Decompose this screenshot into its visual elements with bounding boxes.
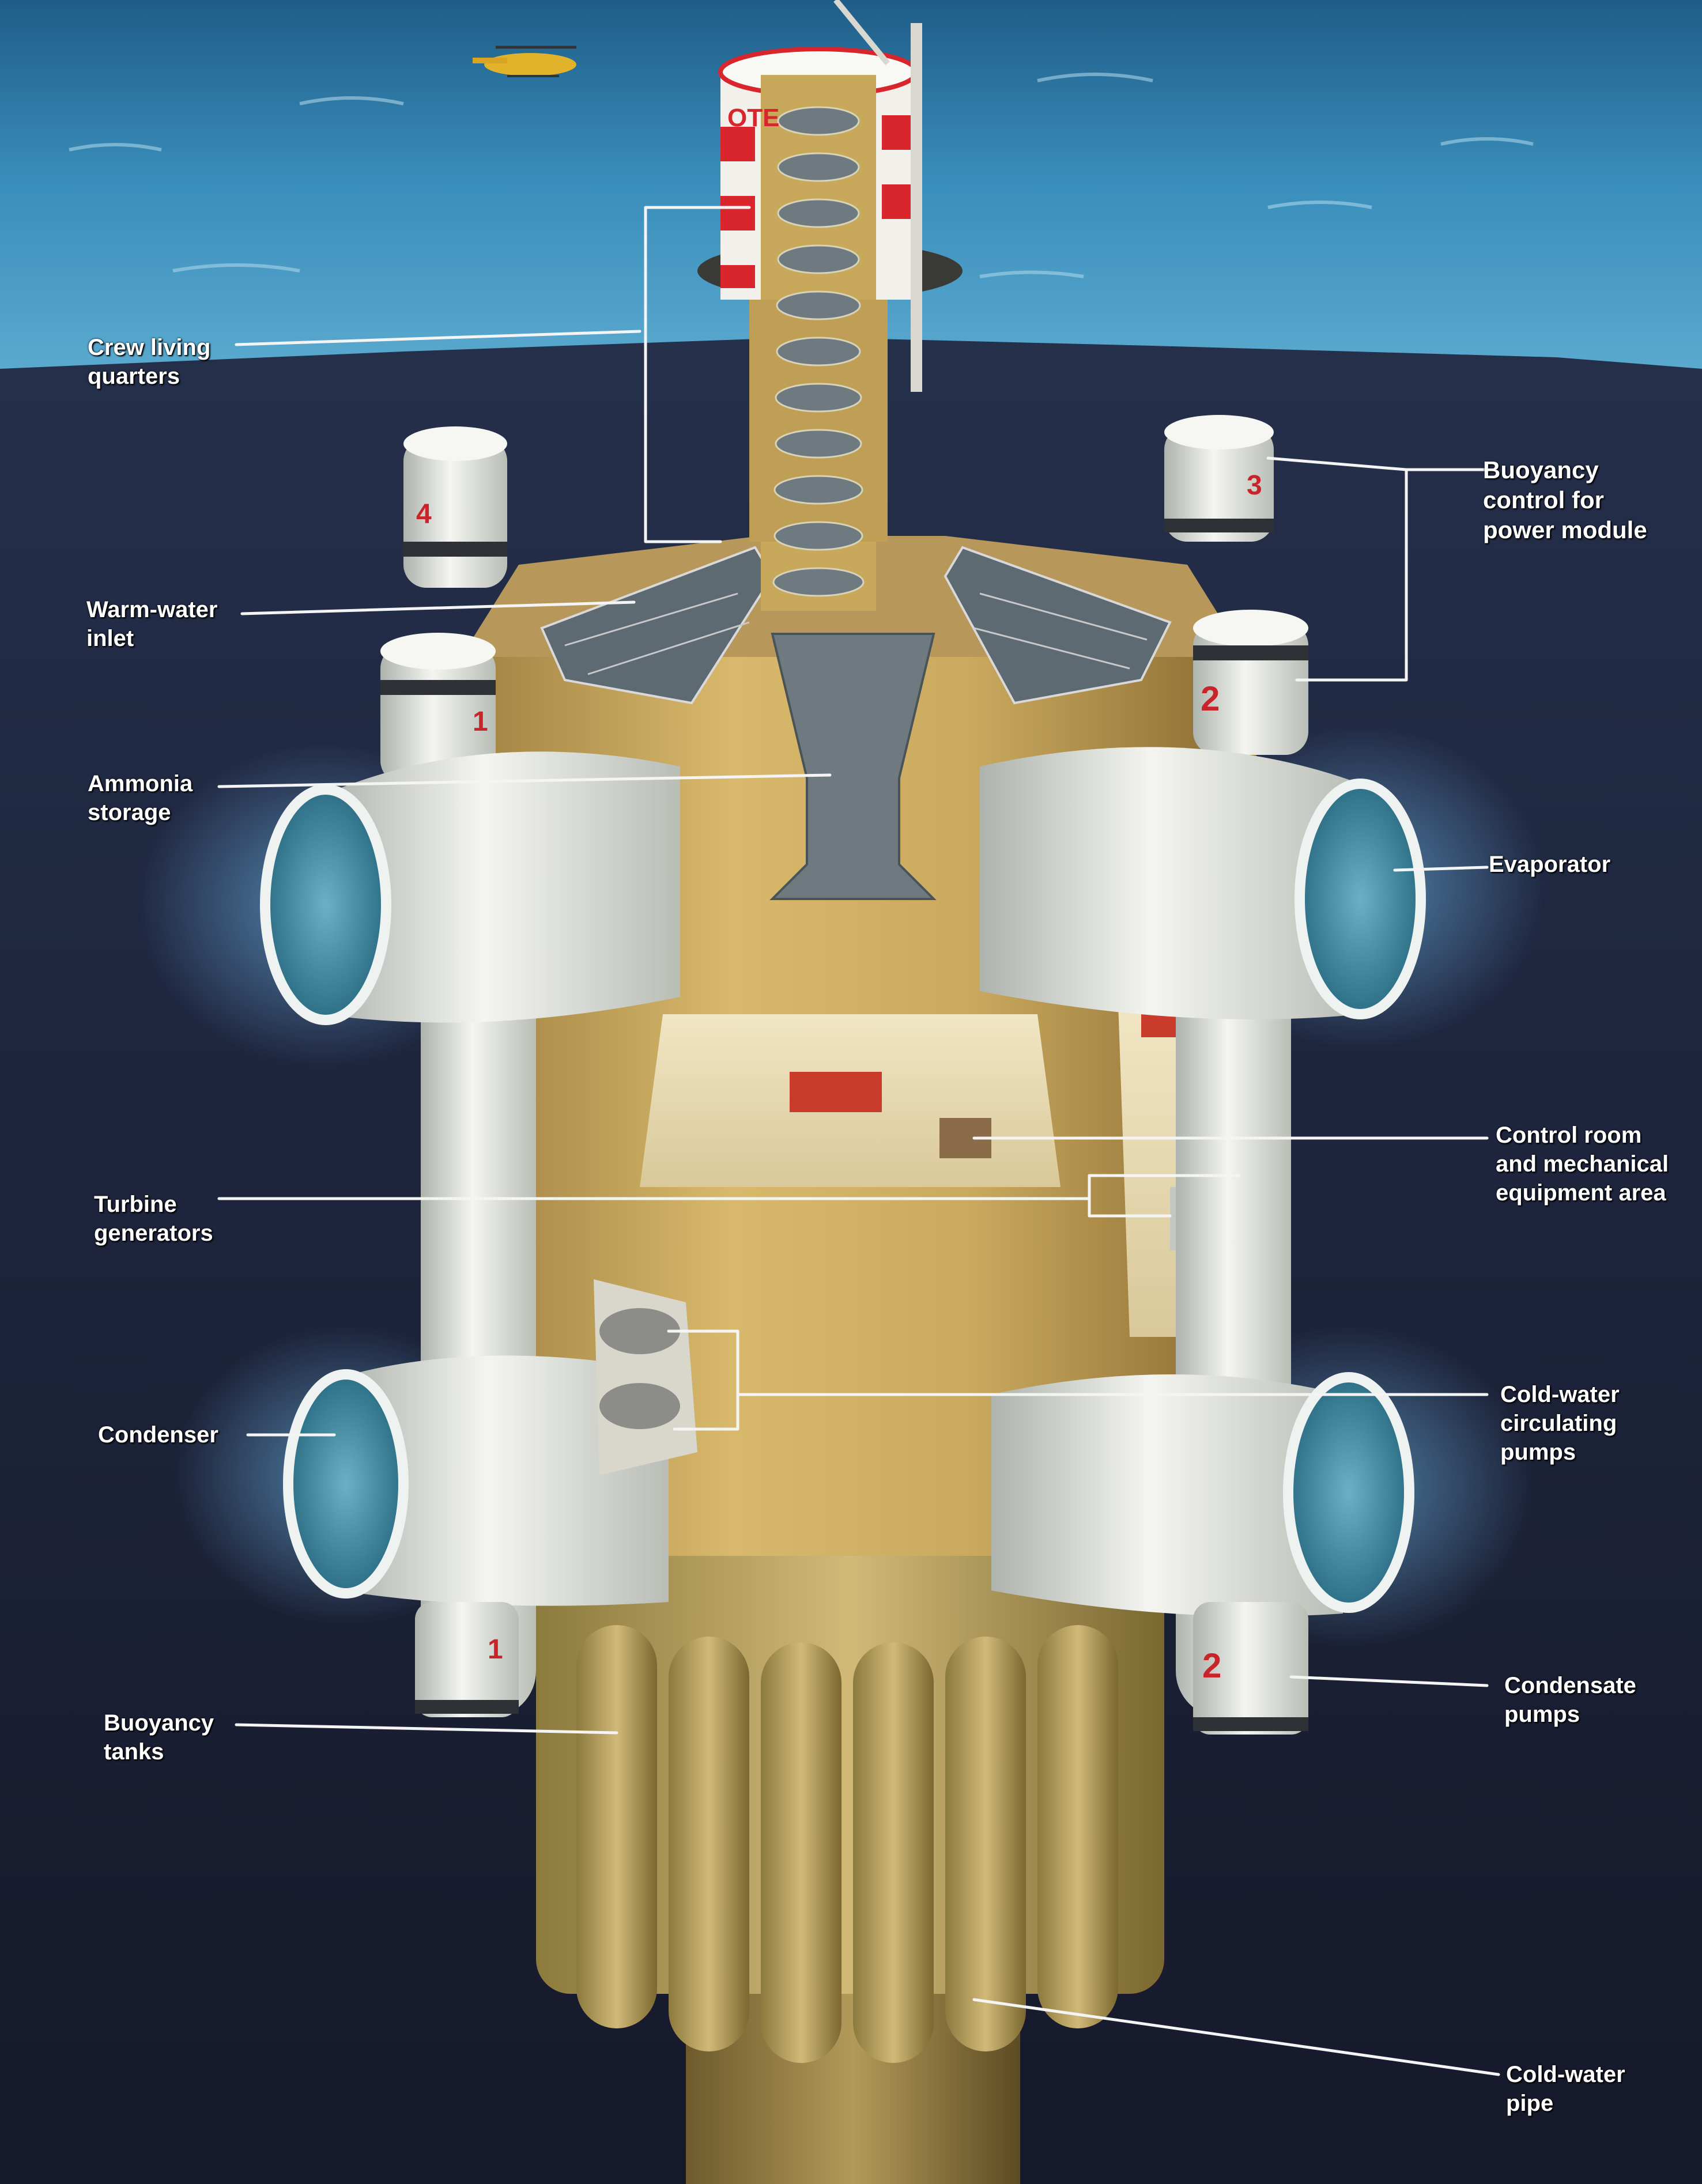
label-line: Turbine — [94, 1192, 177, 1217]
label-turbine-generators: Turbine generators — [94, 1190, 213, 1248]
label-line: generators — [94, 1221, 213, 1246]
label-line: and mechanical — [1496, 1151, 1669, 1177]
label-warm-water-inlet: Warm-water inlet — [86, 595, 217, 653]
module-number-1-upper: 1 — [473, 706, 488, 737]
label-line: Control room — [1496, 1123, 1642, 1148]
label-line: storage — [88, 800, 171, 825]
label-line: circulating — [1500, 1411, 1617, 1436]
label-line: Condenser — [98, 1422, 218, 1448]
wave-highlights — [69, 73, 1534, 278]
module-number-1-lower: 1 — [488, 1634, 503, 1665]
crew-quarters-tower — [697, 0, 963, 611]
buoyancy-cylinder-4 — [403, 426, 507, 588]
label-buoyancy-control: Buoyancy control for power module — [1483, 455, 1647, 545]
condensate-pump-left — [415, 1602, 519, 1717]
warm-water-inlet — [540, 546, 1172, 705]
label-condenser: Condenser — [98, 1420, 218, 1449]
label-line: Cold-water — [1500, 1382, 1620, 1407]
label-line: Cold-water — [1506, 2062, 1625, 2087]
label-line: Buoyancy — [104, 1710, 214, 1736]
condenser-left — [283, 1355, 669, 1606]
label-evaporator: Evaporator — [1489, 850, 1610, 879]
label-line: Crew living — [88, 335, 211, 360]
tower-lettering: OTE — [727, 104, 780, 132]
label-condensate-pumps: Condensate pumps — [1504, 1671, 1636, 1729]
label-line: Condensate — [1504, 1673, 1636, 1698]
label-line: inlet — [86, 626, 134, 651]
label-buoyancy-tanks: Buoyancy tanks — [104, 1709, 214, 1766]
label-line: equipment area — [1496, 1180, 1666, 1206]
label-cold-water-pipe: Cold-water pipe — [1506, 2060, 1625, 2118]
buoyancy-cylinder-1 — [380, 633, 496, 784]
label-line: tanks — [104, 1739, 164, 1764]
label-line: quarters — [88, 364, 180, 389]
evaporator-right — [980, 747, 1426, 1019]
label-ammonia-storage: Ammonia storage — [88, 769, 193, 827]
condenser-right — [991, 1372, 1414, 1616]
label-line: pumps — [1504, 1702, 1580, 1727]
evaporator-left — [260, 751, 680, 1025]
ammonia-storage — [769, 633, 937, 900]
label-line: pumps — [1500, 1439, 1576, 1465]
module-number-2-lower: 2 — [1202, 1646, 1222, 1685]
label-line: Ammonia — [88, 771, 193, 796]
label-cold-water-pumps: Cold-water circulating pumps — [1500, 1380, 1620, 1467]
label-line: pipe — [1506, 2091, 1554, 2116]
label-line: Buoyancy — [1483, 456, 1599, 483]
module-number-2-upper: 2 — [1201, 679, 1220, 718]
label-control-room: Control room and mechanical equipment ar… — [1496, 1121, 1669, 1207]
label-line: power module — [1483, 516, 1647, 543]
module-number-3: 3 — [1247, 470, 1262, 501]
buoyancy-cylinder-3 — [1164, 415, 1274, 542]
cold-water-pumps — [594, 1279, 697, 1475]
helicopter-icon — [473, 46, 576, 77]
label-line: Evaporator — [1489, 852, 1611, 877]
leader-lines — [217, 206, 1500, 2076]
label-crew-living-quarters: Crew living quarters — [88, 333, 210, 391]
buoyancy-cylinder-2 — [1193, 610, 1308, 755]
label-line: Warm-water — [86, 597, 218, 622]
condensate-pump-right — [1193, 1602, 1308, 1735]
module-number-4: 4 — [416, 499, 432, 530]
buoyancy-tanks — [536, 1556, 1164, 2063]
label-line: control for — [1483, 486, 1604, 513]
